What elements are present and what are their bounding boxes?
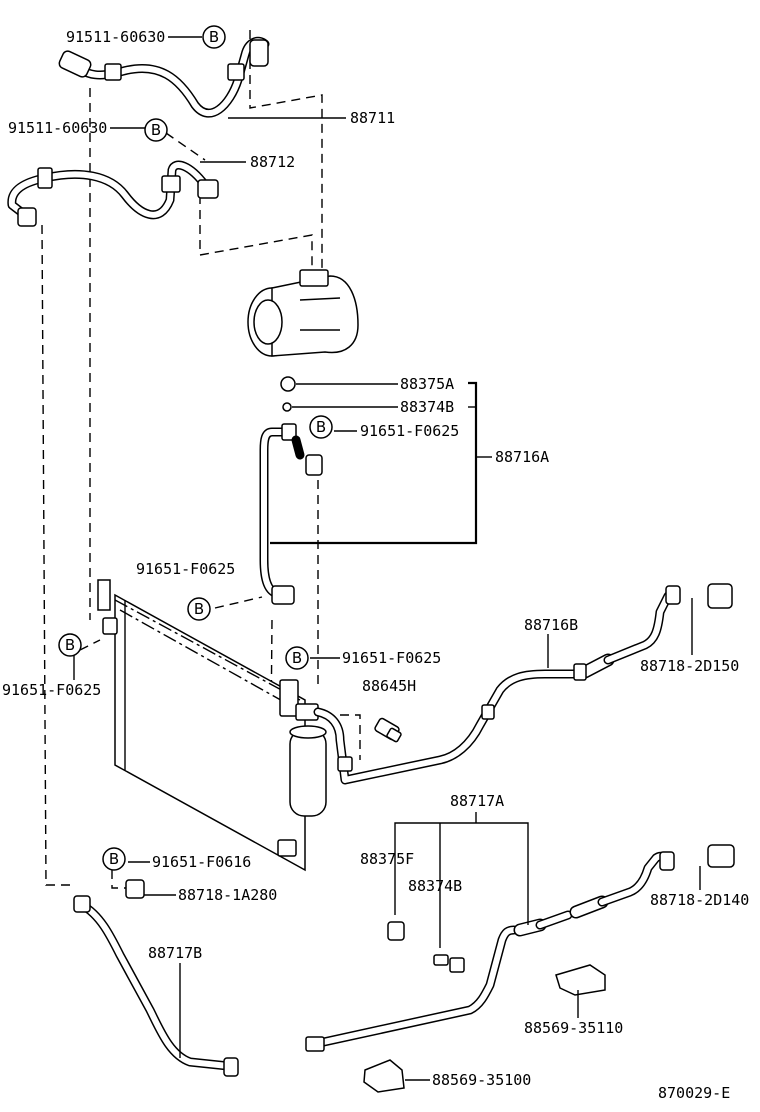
cap-88718-2D150 <box>707 583 733 609</box>
svg-text:B: B <box>151 121 161 139</box>
clamp-88569-35110 <box>555 964 606 996</box>
svg-text:B: B <box>194 600 204 618</box>
clamp-88569-35100 <box>363 1059 405 1093</box>
label-88375F: 88375F <box>360 850 414 868</box>
bolt-markers: B B B B B B B <box>58 25 333 871</box>
label-88718-2D150: 88718-2D150 <box>640 657 739 675</box>
pressure-switch-88645H <box>374 717 402 743</box>
label-88645H: 88645H <box>362 677 416 695</box>
clamp-88718-1A280 <box>125 879 145 899</box>
bolt-marker-b: B <box>144 118 168 142</box>
label-91511-60630-a: 91511-60630 <box>66 28 165 46</box>
label-91651-F0616: 91651-F0616 <box>152 853 251 871</box>
label-88374B-bottom: 88374B <box>408 877 462 895</box>
svg-text:B: B <box>209 28 219 46</box>
label-88374B-top: 88374B <box>400 398 454 416</box>
hose-88712 <box>7 160 219 227</box>
diagram-id: 870029-E <box>658 1084 730 1102</box>
label-91651-F0625-c: 91651-F0625 <box>342 649 441 667</box>
label-88569-35110: 88569-35110 <box>524 1019 623 1037</box>
label-88717A: 88717A <box>450 792 504 810</box>
label-91511-60630-b: 91511-60630 <box>8 119 107 137</box>
pipe-88716A <box>259 376 323 605</box>
bolt-marker-b: B <box>309 415 333 439</box>
hose-88711 <box>58 36 270 118</box>
condenser <box>97 579 306 872</box>
svg-text:B: B <box>65 636 75 654</box>
bracket-88716A <box>270 381 478 545</box>
bolt-marker-b: B <box>102 847 126 871</box>
assembly-guide-lines <box>41 30 361 889</box>
svg-text:B: B <box>292 649 302 667</box>
pipe-88716B <box>313 585 681 785</box>
bolt-marker-b: B <box>187 597 211 621</box>
bolt-marker-b: B <box>58 633 82 657</box>
label-88711: 88711 <box>350 109 395 127</box>
cap-88375F <box>387 921 405 941</box>
label-88716B: 88716B <box>524 616 578 634</box>
cap-88718-2D140 <box>707 844 735 868</box>
label-88718-1A280: 88718-1A280 <box>178 886 277 904</box>
svg-text:B: B <box>109 850 119 868</box>
bracket-88717A <box>394 822 529 925</box>
small-parts <box>125 583 735 1093</box>
label-91651-F0625-b: 91651-F0625 <box>136 560 235 578</box>
label-88717B: 88717B <box>148 944 202 962</box>
label-88712: 88712 <box>250 153 295 171</box>
part-labels: 91511-60630 88711 91511-60630 88712 8837… <box>2 28 749 1102</box>
bolt-marker-b: B <box>285 646 309 670</box>
label-91651-F0625-a: 91651-F0625 <box>360 422 459 440</box>
label-88716A: 88716A <box>495 448 549 466</box>
label-91651-F0625-d: 91651-F0625 <box>2 681 101 699</box>
pipe-88717B <box>73 895 239 1077</box>
valve-core-88374B <box>433 954 449 966</box>
label-88375A: 88375A <box>400 375 454 393</box>
receiver-dryer <box>289 703 327 817</box>
pipe-88717A <box>305 851 675 1052</box>
label-88569-35100: 88569-35100 <box>432 1071 531 1089</box>
bolt-marker-b: B <box>202 25 226 49</box>
svg-text:B: B <box>316 418 326 436</box>
label-88718-2D140: 88718-2D140 <box>650 891 749 909</box>
compressor <box>247 269 359 357</box>
leader-lines <box>73 36 701 1081</box>
